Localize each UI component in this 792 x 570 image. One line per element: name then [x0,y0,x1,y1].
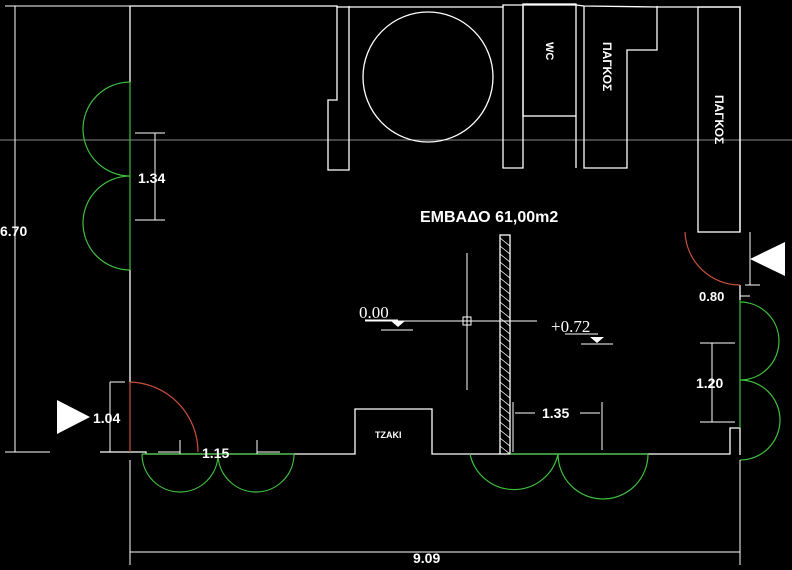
hatch-line [499,389,511,399]
walls [100,3,741,455]
hatch-line [499,381,511,391]
hatch-line [499,413,511,423]
level-label: 0.00 [359,303,389,322]
hatch-line [499,405,511,415]
hatch-line [499,285,511,295]
hatch-line [499,253,511,263]
dimension-lines [5,5,760,565]
dim-window-right: 1.20 [696,375,723,391]
doors [129,231,741,453]
hatch-line [499,237,511,247]
fireplace-label: TZAKI [375,430,402,440]
counter-label: ΠΑΓΚΟΣ [712,95,726,144]
hatch-line [499,365,511,375]
hatch-line [499,421,511,431]
dim-inner: 1.35 [542,405,569,421]
hatch-line [499,333,511,343]
hatch-line [499,309,511,319]
counter-label: ΠΑΓΚΟΣ [600,42,614,91]
level-label: +0.72 [551,317,590,336]
entrance-arrow-icon [57,400,90,434]
dim-height: 6.70 [0,223,27,239]
hatch-line [499,349,511,359]
hatch-line [499,397,511,407]
hatch-line [499,437,511,447]
dim-width: 9.09 [413,550,440,566]
dim-door-left: 1.04 [93,410,120,426]
hatch-line [499,445,511,455]
hatch-line [499,429,511,439]
hatch-line [499,277,511,287]
dim-door-right: 0.80 [699,289,724,304]
hatch-line [499,357,511,367]
hatch-line [499,261,511,271]
hatch-line [499,293,511,303]
dim-window-bottom: 1.15 [202,445,229,461]
hatch-line [499,245,511,255]
hatch [499,237,511,455]
hatch-line [499,373,511,383]
hatch-line [499,325,511,335]
area-label: ΕΜΒΑΔΟ 61,00m2 [420,209,558,226]
windows [82,81,781,500]
level-arrows [391,321,604,343]
hatch-line [499,341,511,351]
hatch-line [499,301,511,311]
wc-label: WC [543,42,555,60]
hatch-line [499,269,511,279]
dim-window-left: 1.34 [138,170,165,186]
entrance-arrow-icon [750,242,785,276]
hatch-line [499,317,511,327]
